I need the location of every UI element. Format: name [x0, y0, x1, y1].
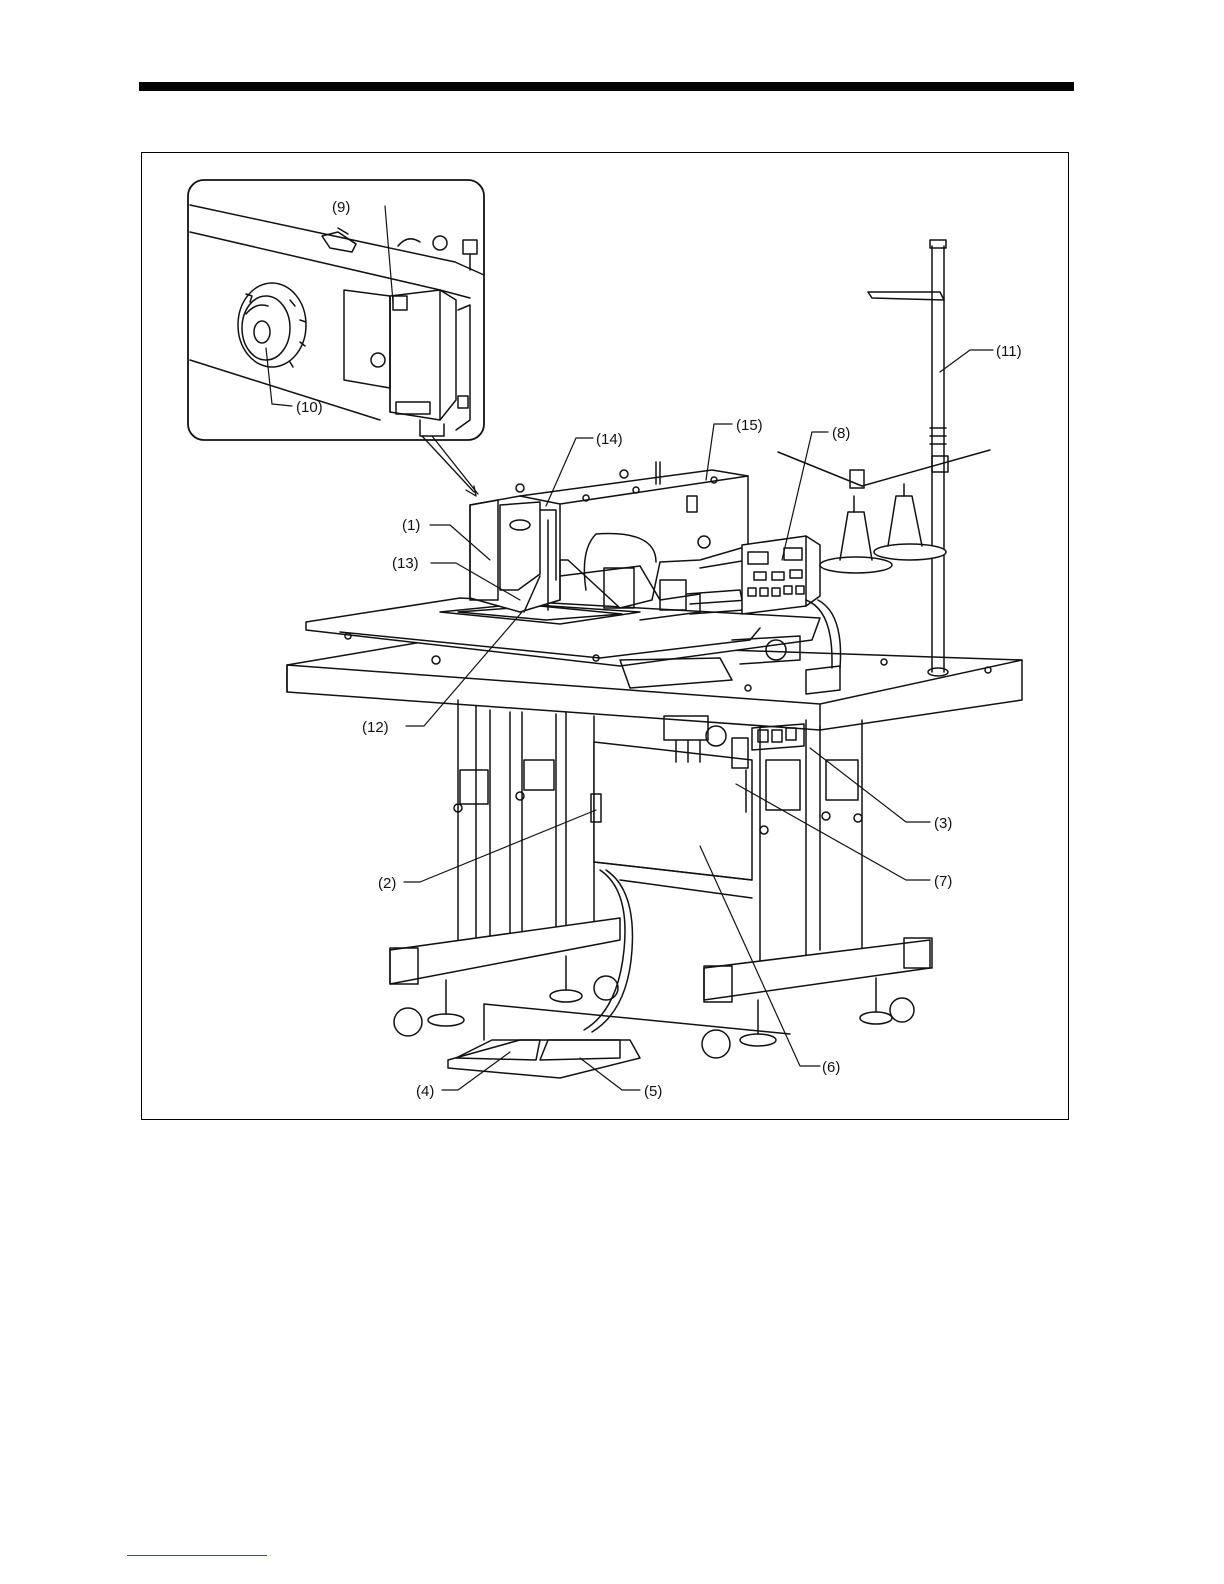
- table-stand: [390, 700, 932, 1058]
- label-8: (8): [832, 425, 850, 442]
- label-13: (13): [392, 555, 419, 572]
- label-2: (2): [378, 875, 396, 892]
- label-6: (6): [822, 1059, 840, 1076]
- label-7: (7): [934, 873, 952, 890]
- label-1: (1): [402, 517, 420, 534]
- thread-stand: [778, 240, 990, 676]
- inset-pointer: [422, 436, 478, 496]
- footer-rule: [127, 1555, 267, 1556]
- leader-7: [736, 784, 930, 880]
- label-9: (9): [332, 199, 350, 216]
- label-10: (10): [296, 399, 323, 416]
- label-5: (5): [644, 1083, 662, 1100]
- label-15: (15): [736, 417, 763, 434]
- label-11: (11): [996, 343, 1022, 360]
- leader-11: [940, 350, 993, 372]
- label-3: (3): [934, 815, 952, 832]
- leader-3: [810, 748, 930, 822]
- foot-pedals: [448, 1040, 640, 1078]
- label-12: (12): [362, 719, 389, 736]
- label-4: (4): [416, 1083, 434, 1100]
- label-14: (14): [596, 431, 623, 448]
- inset-detail: [188, 180, 484, 440]
- leader-2: [404, 810, 596, 882]
